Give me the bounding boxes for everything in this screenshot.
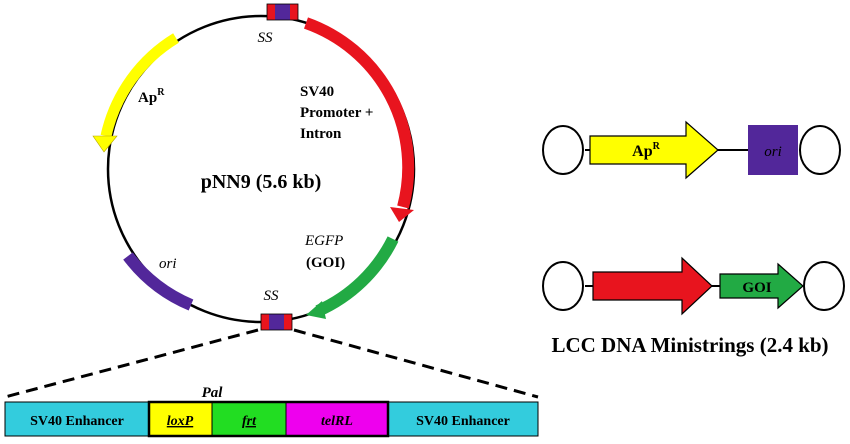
ministring-top-apr-label: ApR xyxy=(632,141,660,160)
ministring-top-ori-box xyxy=(748,125,798,175)
sv40-label-line2: Promoter + xyxy=(300,105,373,121)
goi-label: (GOI) xyxy=(306,255,345,271)
apr-arc xyxy=(100,33,179,138)
egfp-arc xyxy=(315,236,399,317)
sv40-promoter-arc xyxy=(304,17,415,209)
ministring-top-apr-arrow xyxy=(589,120,719,180)
ministring-bottom: GOI xyxy=(542,256,845,316)
ministring-bottom-goi-arrow xyxy=(719,262,804,310)
ss-bottom-label: SS xyxy=(264,288,280,304)
cassette-label-loxp: loxP xyxy=(167,414,194,429)
ministring-top: ApR ori xyxy=(542,120,841,180)
cassette-label-sv40-right: SV40 Enhancer xyxy=(416,414,510,429)
plasmid-map: SS SS SV40 Promoter + Intron ApR pNN9 (5… xyxy=(92,3,416,331)
ministring-top-left-cap xyxy=(542,125,584,175)
cassette-label-frt: frt xyxy=(242,414,257,429)
egfp-arrowhead xyxy=(306,301,326,319)
ori-arc xyxy=(123,252,194,311)
ss-top-label: SS xyxy=(258,30,274,46)
cassette-label-sv40-left: SV40 Enhancer xyxy=(30,414,124,429)
sv40-label-line1: SV40 xyxy=(300,84,334,100)
cassette-label-telrl: telRL xyxy=(321,414,353,429)
sv40-promoter-arrowhead xyxy=(390,207,414,222)
zoom-line-right xyxy=(293,328,539,399)
pal-label: Pal xyxy=(202,385,224,401)
egfp-label: EGFP xyxy=(304,233,343,249)
ministring-bottom-red-arrow xyxy=(592,256,713,316)
ss-site-top xyxy=(266,3,299,21)
ori-label: ori xyxy=(159,256,177,272)
ministring-bottom-goi-label: GOI xyxy=(742,280,771,296)
sv40-label-line3: Intron xyxy=(300,126,342,142)
ministring-top-ori-label: ori xyxy=(764,144,782,160)
cassette-segment-sv40-enhancer-right xyxy=(387,401,539,437)
ministring-bottom-left-cap xyxy=(542,261,584,311)
zoom-line-left xyxy=(4,328,259,399)
pal-bracket xyxy=(147,400,390,438)
ss-site-bottom xyxy=(260,313,293,331)
cassette: Pal SV40 Enhancer loxP frt telRL SV40 En… xyxy=(4,385,539,438)
ministring-bottom-right-cap xyxy=(803,261,845,311)
ministrings-title: LCC DNA Ministrings (2.4 kb) xyxy=(551,333,828,357)
apr-label: ApR xyxy=(138,87,165,106)
apr-arrowhead xyxy=(92,135,118,153)
plasmid-name: pNN9 (5.6 kb) xyxy=(201,171,322,193)
ministring-top-right-cap xyxy=(799,125,841,175)
